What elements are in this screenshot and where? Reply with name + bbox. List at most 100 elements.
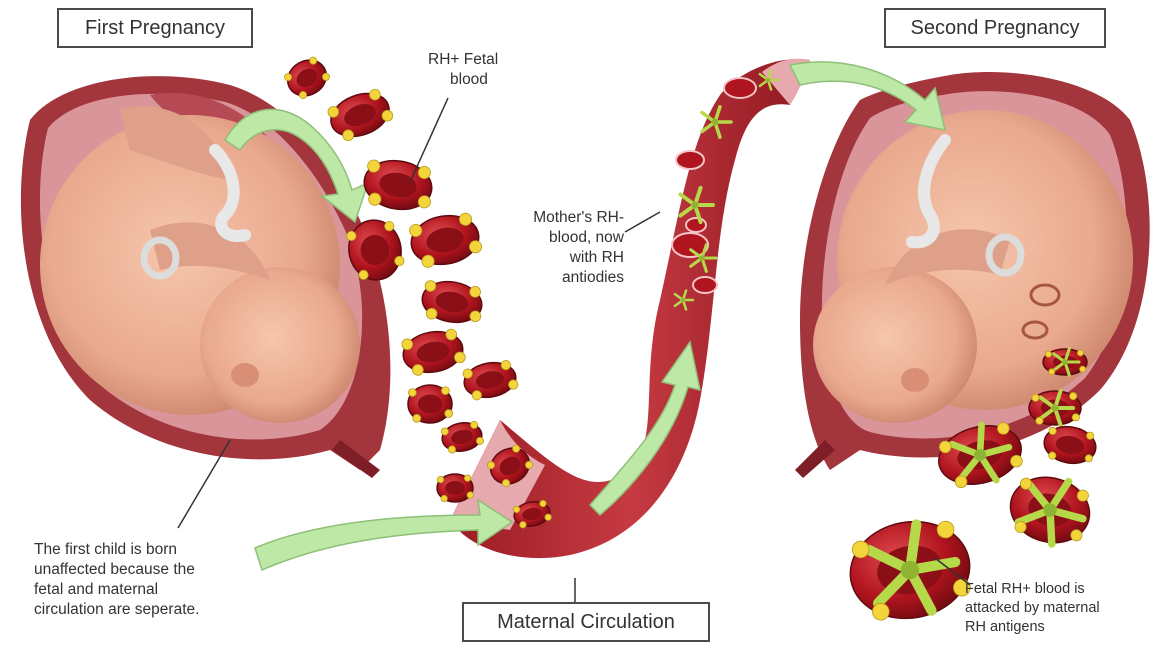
cell-center: [417, 394, 443, 414]
antigen-dot: [512, 505, 521, 514]
antigen-dot: [1069, 392, 1078, 401]
antigen-dot: [1048, 451, 1057, 460]
antibody: [673, 289, 695, 311]
antigen-dot: [469, 310, 482, 323]
antigen-dot: [936, 520, 955, 539]
antigen-dot: [367, 159, 381, 173]
antigen-dot: [369, 88, 381, 101]
antigen-dot: [346, 230, 357, 241]
antigen-dot: [409, 224, 423, 238]
cell-center: [379, 172, 417, 198]
fetal-rh-positive-cell: [487, 444, 533, 488]
antibody: [689, 243, 718, 273]
first-child-annotation: The first child is born unaffected becau…: [34, 540, 199, 620]
antigen-dot: [508, 379, 519, 390]
first-pregnancy-label: First Pregnancy: [57, 8, 253, 48]
fetus-arm-2: [885, 229, 1010, 285]
antibody: [678, 185, 715, 225]
antigen-dot: [1076, 349, 1084, 357]
antigen-dot: [445, 328, 458, 341]
fetal-rh-positive-cell: [401, 328, 466, 376]
antigen-dot: [470, 420, 479, 429]
annotation-line: attacked by maternal: [965, 600, 1100, 616]
antibody: [863, 519, 961, 616]
cell-center: [1055, 435, 1085, 455]
antigen-dot: [421, 254, 435, 268]
antigen-dot: [412, 364, 424, 376]
annotation-line: Fetal RH+ blood is: [965, 581, 1085, 597]
arrow-to-second: [788, 61, 947, 131]
antigen-dot: [462, 368, 473, 379]
second-pregnancy-label: Second Pregnancy: [884, 8, 1106, 48]
fetus-arm: [150, 222, 270, 280]
antibody-core: [766, 78, 770, 82]
antigen-dot: [358, 269, 369, 280]
cell-center: [445, 481, 465, 495]
antigen-dot: [441, 386, 450, 396]
antigen-dot: [871, 602, 890, 621]
cord-loop: [140, 236, 180, 280]
attacked-annotation: Fetal RH+ blood is attacked by maternal …: [965, 580, 1100, 637]
antigen-dot: [1076, 489, 1089, 502]
antibody-core: [1051, 404, 1059, 412]
annotation-line: The first child is born: [34, 541, 177, 558]
umbilical-cord-2: [906, 134, 951, 249]
antibody: [948, 421, 1013, 484]
arrow-up-vessel: [588, 340, 701, 517]
fetal-rh-positive-cell: [436, 473, 474, 503]
fetal-blood-annotation: RH+ Fetal blood: [428, 50, 498, 90]
antigen-dot: [309, 56, 318, 65]
antibody: [1038, 388, 1075, 428]
antibody-core: [691, 201, 699, 209]
cell-center: [451, 429, 473, 445]
damaged-cell: [1029, 283, 1061, 307]
antigen-dot: [417, 195, 431, 209]
damaged-cell: [1021, 320, 1049, 340]
fetal-rh-positive-cell: [440, 420, 484, 454]
maternal-circulation-label: Maternal Circulation: [462, 602, 710, 642]
antigen-dot: [425, 307, 438, 320]
attacked-rh-positive-cell: [1043, 425, 1097, 465]
annotation-line: antiodies: [561, 269, 624, 286]
antigen-dot: [471, 390, 482, 401]
antibody: [1014, 477, 1087, 548]
antigen-dot: [298, 91, 307, 100]
antigen-dot: [851, 540, 870, 559]
annotation-line: circulation are seperate.: [34, 601, 200, 618]
annotation-line: with RH: [569, 249, 624, 266]
antigen-dot: [440, 494, 448, 503]
cell-center: [435, 291, 469, 313]
antigen-dot: [463, 474, 472, 482]
antigen-dot: [448, 445, 457, 454]
antibody-core: [900, 560, 920, 580]
antigen-dot: [1084, 454, 1093, 463]
antigen-dot: [384, 221, 395, 232]
fetus-leg: [120, 106, 230, 180]
antigen-dot: [394, 255, 405, 267]
fetus-head: [200, 267, 360, 423]
cell-center: [360, 235, 390, 265]
antigen-dot: [512, 444, 521, 453]
antibody: [700, 105, 733, 139]
mothers-blood-annotation: Mother's RH- blood, now with RH antiodie…: [514, 208, 624, 288]
blood-cells: [284, 56, 1097, 621]
fetal-rh-positive-cell: [284, 56, 330, 100]
antigen-dot: [938, 440, 952, 454]
antigen-dot: [1070, 529, 1083, 542]
antigen-dot: [1086, 431, 1095, 440]
fetal-rh-positive-cell: [327, 88, 394, 142]
antigen-dot: [544, 513, 552, 521]
antigen-dot: [454, 351, 466, 364]
antigen-dot: [327, 106, 340, 118]
antigen-dot: [501, 479, 510, 488]
fetal-rh-positive-cell: [407, 384, 454, 424]
antigen-dot: [342, 129, 355, 142]
antibody-core: [1062, 359, 1068, 365]
antigen-dot: [1014, 520, 1027, 533]
vessel-body: [450, 59, 810, 559]
cell-center: [426, 227, 464, 253]
cell-center: [522, 507, 542, 521]
antigen-dot: [1048, 368, 1056, 376]
annotation-line: RH antigens: [965, 619, 1045, 635]
